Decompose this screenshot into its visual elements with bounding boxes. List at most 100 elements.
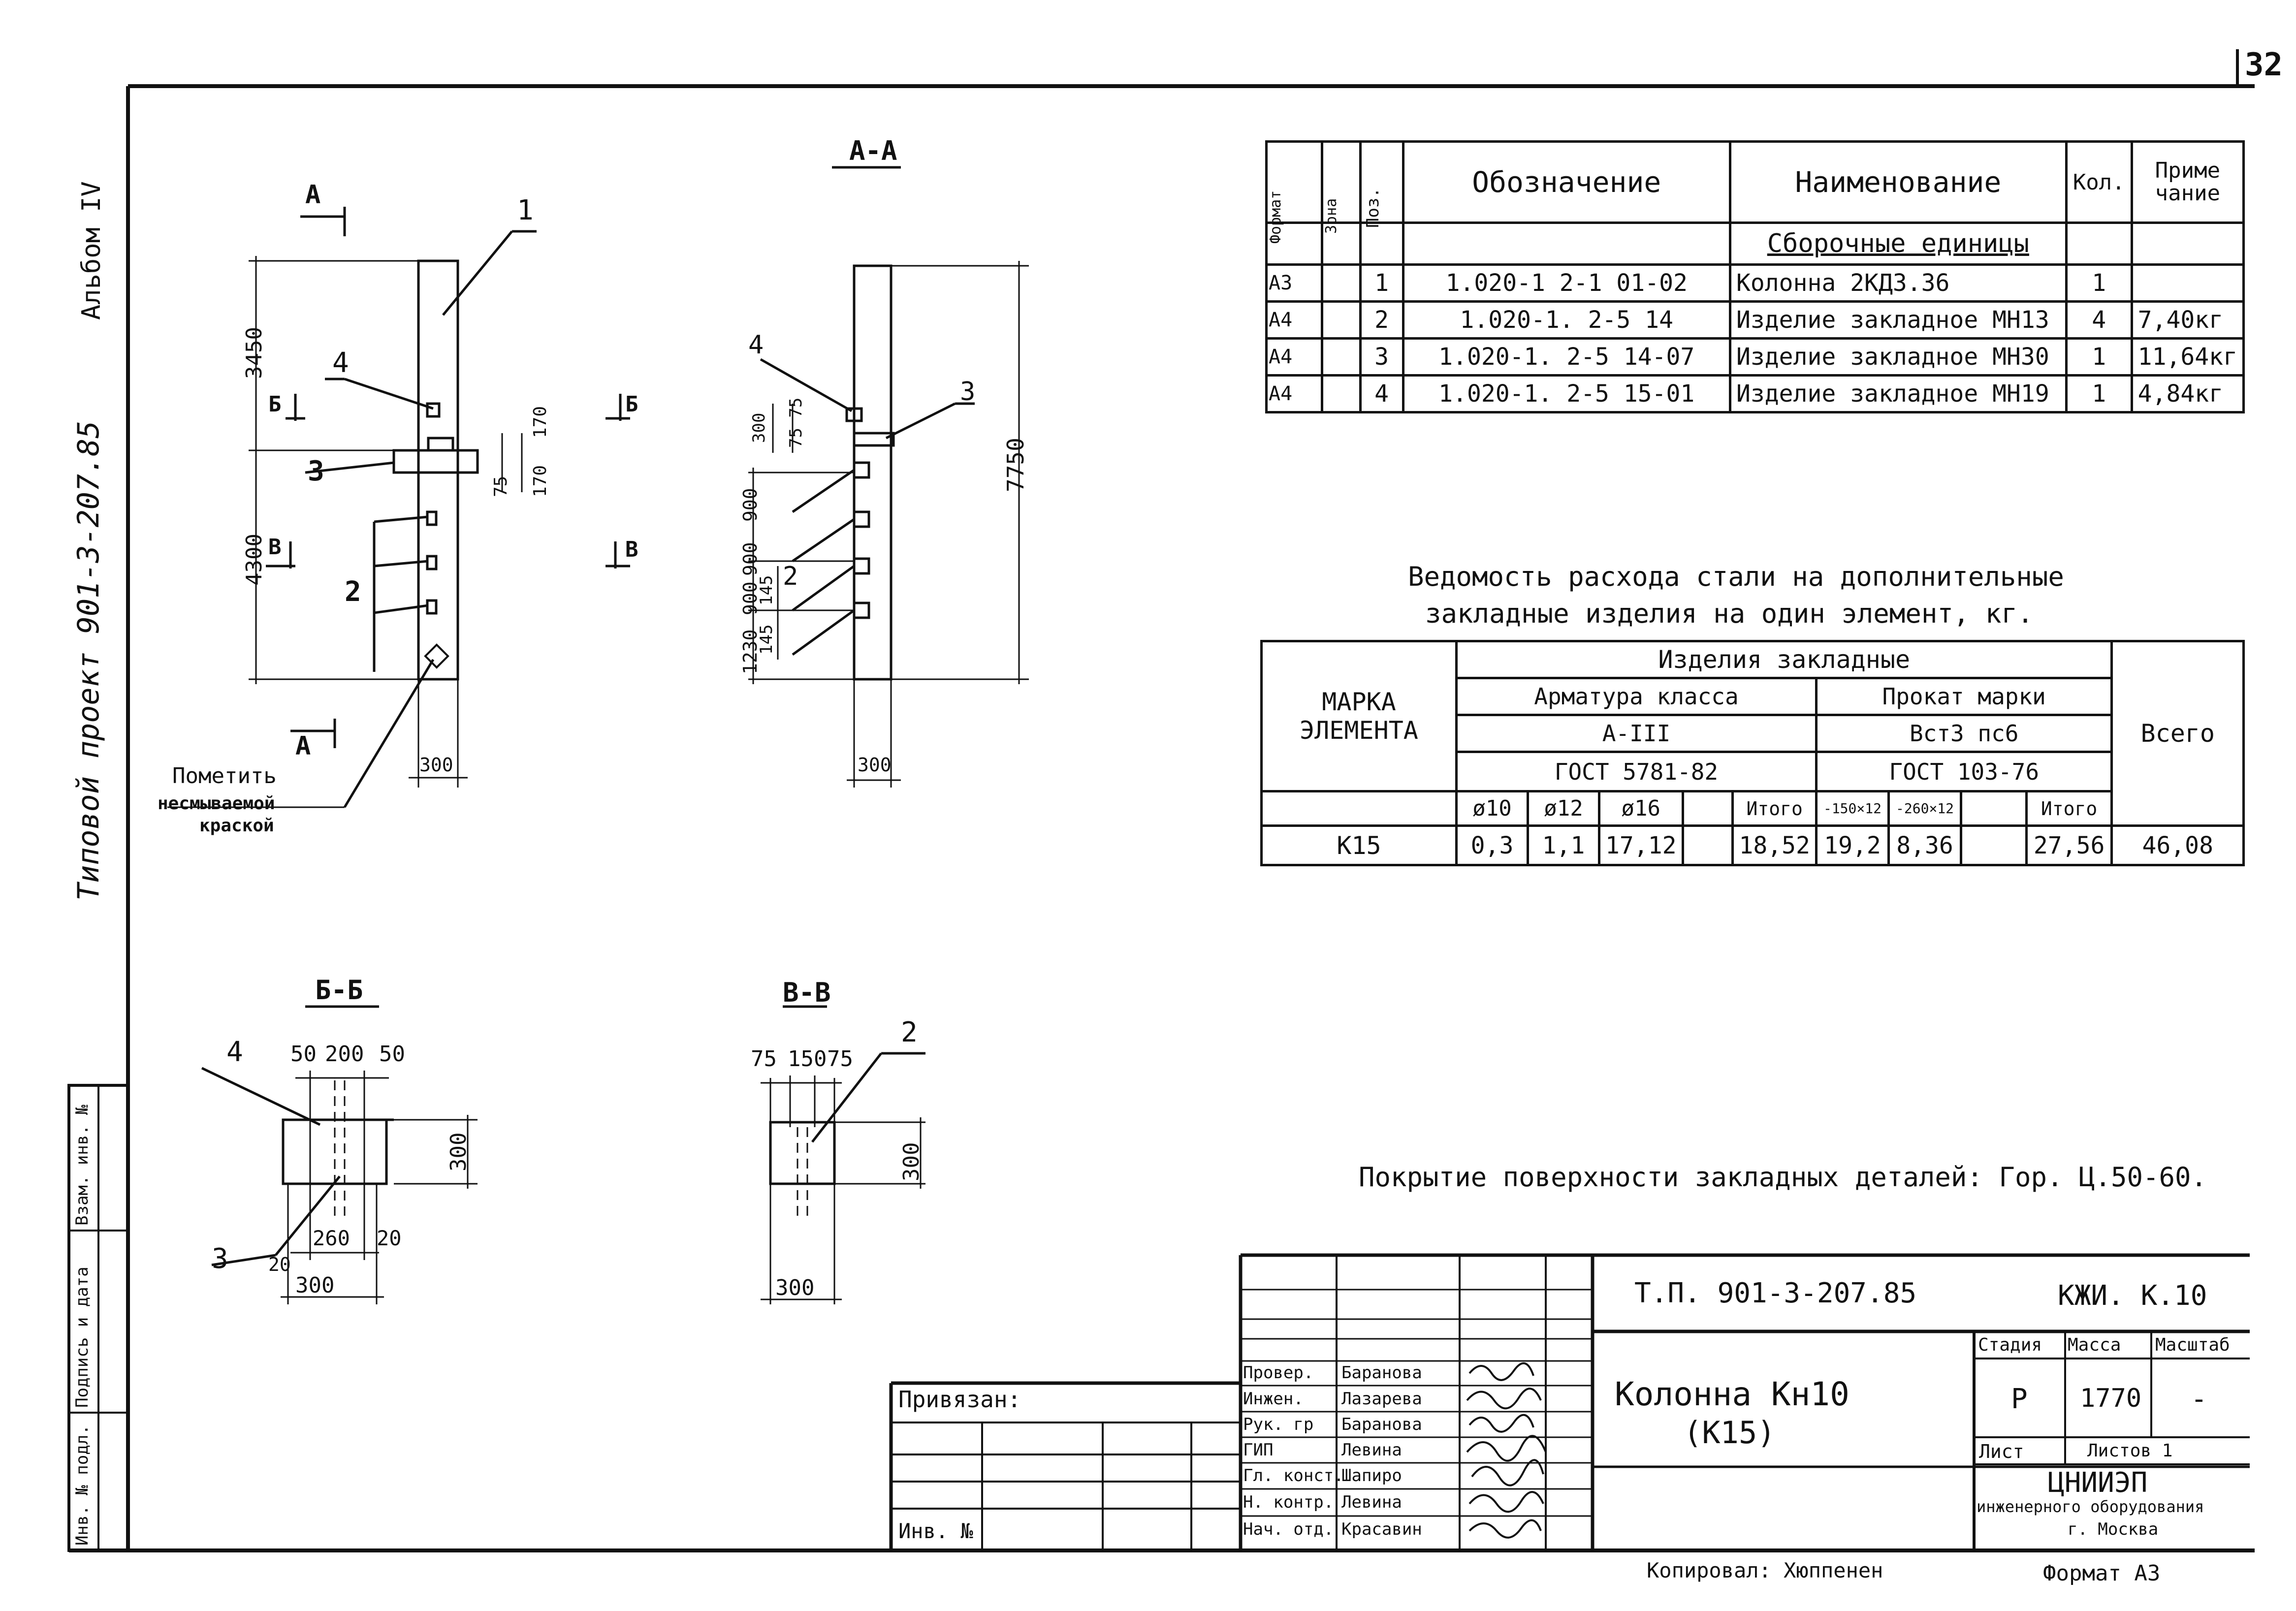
steel-mark-header: МАРКА ЭЛЕМЕНТА: [1260, 640, 1458, 792]
role-label: Провер.: [1243, 1363, 1314, 1383]
steel-col-header: ø16: [1598, 790, 1684, 827]
spec-cell: Изделие закладное МН30: [1728, 337, 2068, 377]
role-name: Баранова: [1341, 1415, 1422, 1434]
steel-row: К15 0,3 1,1 17,12 18,52 19,2 8,36 27,56 …: [1260, 824, 2245, 866]
elev-cut-a-top: А: [305, 180, 321, 210]
spec-cell: 1.020-1. 2-5 15-01: [1402, 374, 1731, 413]
spec-cell: [1321, 337, 1362, 377]
steel-row-total: 46,08: [2110, 824, 2245, 866]
spec-header-name: Наименование: [1728, 140, 2068, 224]
role-name: Лазарева: [1341, 1389, 1422, 1409]
vv-dim-top-2: 75: [827, 1046, 853, 1072]
role-label: Рук. гр: [1243, 1415, 1314, 1434]
spec-cell: 1.020-1. 2-5 14-07: [1402, 337, 1731, 377]
spec-row: А4 3 1.020-1. 2-5 14-07 Изделие закладно…: [1265, 337, 2245, 377]
steel-col-header: -150×12: [1815, 790, 1890, 827]
spec-row: А4 4 1.020-1. 2-5 15-01 Изделие закладно…: [1265, 374, 2245, 413]
format-label: Формат А3: [2043, 1561, 2161, 1586]
spec-cell: Изделие закладное МН19: [1728, 374, 2068, 413]
spec-cell: 3: [1359, 337, 1404, 377]
vv-dim-top-1: 150: [788, 1046, 827, 1072]
steel-table: МАРКА ЭЛЕМЕНТА Изделия закладные Всего А…: [1260, 640, 2245, 866]
role-label: Н. контр.: [1243, 1492, 1334, 1512]
steel-total-header: Всего: [2110, 640, 2245, 827]
section-vv-title: В-В: [783, 977, 831, 1008]
scale-value: -: [2191, 1383, 2207, 1415]
elev-cut-a-bottom: А: [295, 731, 311, 761]
spec-cell: 1.020-1. 2-5 14: [1402, 300, 1731, 340]
steel-cell: [1960, 824, 2028, 866]
aa-dim-300-bottom: 300: [858, 754, 892, 776]
steel-row-mark: К15: [1260, 824, 1458, 866]
mark-note-line2: несмываемой: [158, 793, 275, 814]
spec-header-designation: Обозначение: [1402, 140, 1731, 224]
stage-header: Стадия: [1978, 1335, 2042, 1355]
spec-cell: Колонна 2КД3.36: [1728, 263, 2068, 303]
role-label: Инжен.: [1243, 1389, 1304, 1409]
steel-prokat-gost: ГОСТ 103-76: [1815, 751, 2113, 792]
bb-dim-20a: 20: [268, 1254, 291, 1275]
elev-pos-1: 1: [517, 194, 534, 226]
steel-armatura-class: А-III: [1455, 714, 1818, 753]
steel-col-header: -260×12: [1887, 790, 1963, 827]
drawing-subtitle: (К15): [1684, 1415, 1776, 1451]
bb-dim-260: 260: [313, 1226, 350, 1250]
list-label: Лист: [1979, 1441, 2024, 1462]
elev-dim-300: 300: [419, 754, 453, 776]
steel-armatura-gost: ГОСТ 5781-82: [1455, 751, 1818, 792]
steel-prokat: Прокат марки: [1815, 677, 2113, 716]
org-city: г. Москва: [2068, 1519, 2159, 1539]
spec-cell: 4: [1359, 374, 1404, 413]
steel-armatura: Арматура класса: [1455, 677, 1818, 716]
steel-cell: 8,36: [1887, 824, 1963, 866]
section-bb-title: Б-Б: [315, 975, 363, 1006]
coating-note: Покрытие поверхности закладных деталей: …: [1359, 1162, 2207, 1193]
steel-col-header: ø10: [1455, 790, 1530, 827]
steel-cell: 18,52: [1731, 824, 1818, 866]
spec-header-qty: Кол.: [2065, 140, 2133, 224]
spec-cell: 1: [2065, 374, 2133, 413]
bb-dim-top-2: 50: [379, 1042, 405, 1067]
bb-dim-300-bottom: 300: [295, 1273, 335, 1298]
spec-row: А4 2 1.020-1. 2-5 14 Изделие закладное М…: [1265, 300, 2245, 340]
spec-table: Формат Зона Поз. Обозначение Наименовани…: [1265, 140, 2245, 413]
mark-note-line3: краской: [199, 816, 274, 836]
spec-cell: [1321, 374, 1362, 413]
spec-cell: А4: [1265, 374, 1324, 413]
bb-dim-top-0: 50: [290, 1042, 317, 1067]
vv-dim-top-0: 75: [751, 1046, 777, 1072]
spec-row: А3 1 1.020-1 2-1 01-02 Колонна 2КД3.36 1: [1265, 263, 2245, 303]
spec-cell: А4: [1265, 300, 1324, 340]
steel-group-header: Изделия закладные: [1455, 640, 2113, 679]
mark-note-line1: Пометить: [172, 763, 277, 789]
steel-title-line2: закладные изделия на один элемент, кг.: [1425, 598, 2034, 629]
spec-cell: Изделие закладное МН13: [1728, 300, 2068, 340]
role-name: Левина: [1341, 1440, 1402, 1460]
doc-code: Т.П. 901-3-207.85: [1634, 1277, 1917, 1309]
spec-header-format: Формат: [1265, 140, 1324, 244]
page-number: 32: [2245, 47, 2283, 83]
steel-cell: 19,2: [1815, 824, 1890, 866]
elev-cut-b-right: Б: [625, 392, 638, 417]
steel-prokat-grade: Вст3 пс6: [1815, 714, 2113, 753]
spec-section-title: Сборочные единицы: [1728, 221, 2068, 266]
aa-pos-4: 4: [748, 330, 764, 360]
role-name: Левина: [1341, 1492, 1402, 1512]
copied-by: Копировал: Хюппенен: [1647, 1558, 1883, 1582]
spec-cell: 1: [2065, 337, 2133, 377]
spec-cell: 1: [2065, 263, 2133, 303]
role-name: Баранова: [1341, 1363, 1422, 1383]
spec-cell: 4,84кг: [2130, 374, 2245, 413]
steel-col-header: [1960, 790, 2028, 827]
inv-no-label: Инв. №: [898, 1519, 973, 1543]
elev-cut-v-right: В: [625, 537, 638, 562]
spec-header-note: Приме чание: [2130, 140, 2245, 224]
org-line2: инженерного оборудования: [1977, 1497, 2204, 1516]
steel-title-line1: Ведомость расхода стали на дополнительны…: [1408, 561, 2064, 592]
sheet-code: КЖИ. К.10: [2058, 1280, 2207, 1312]
mass-header: Масса: [2068, 1335, 2121, 1355]
lists-label: Листов 1: [2087, 1441, 2173, 1461]
